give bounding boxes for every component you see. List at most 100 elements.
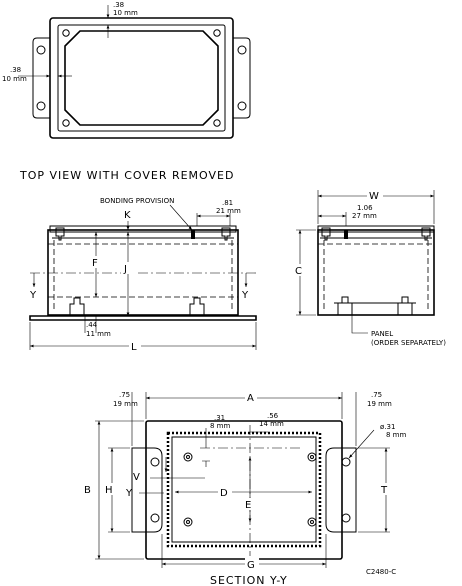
label-bg bbox=[82, 483, 96, 495]
label-y-right: Y bbox=[241, 290, 249, 301]
label-bg bbox=[245, 558, 259, 570]
label-bg bbox=[129, 340, 141, 352]
dim-81-inch: .81 bbox=[222, 199, 233, 207]
drawing-code: C2480-C bbox=[366, 568, 396, 576]
dim-56-mm: 14 mm bbox=[259, 420, 284, 428]
panel-mount-hole-center bbox=[310, 520, 314, 524]
cover-clip bbox=[55, 227, 65, 241]
label-t: T bbox=[380, 485, 388, 496]
label-bg bbox=[379, 483, 393, 495]
section-wall bbox=[166, 431, 322, 548]
label-v: V bbox=[133, 472, 140, 483]
dim-106-mm: 27 mm bbox=[352, 212, 377, 220]
label-l: L bbox=[131, 342, 137, 353]
panel-mount-hole bbox=[183, 517, 193, 527]
label-bg bbox=[218, 486, 232, 498]
panel-mount-hole-center bbox=[310, 455, 314, 459]
section-flange-right-outer bbox=[342, 447, 357, 533]
enclosure-outline bbox=[49, 17, 234, 139]
leader-line bbox=[169, 204, 193, 231]
panel-standoff bbox=[337, 296, 353, 315]
label-j: J bbox=[123, 264, 127, 275]
bonding-provision-label: BONDING PROVISION bbox=[100, 197, 174, 205]
dim-top-inch: .38 bbox=[113, 1, 124, 9]
dim-left-inch: .38 bbox=[10, 66, 21, 74]
flange-hole bbox=[36, 101, 46, 111]
dim-l75-inch: .75 bbox=[119, 391, 130, 399]
section-caption: SECTION Y-Y bbox=[210, 574, 288, 586]
cover-screw-hole bbox=[213, 119, 221, 127]
cover-screw-hole bbox=[62, 29, 70, 37]
label-f: F bbox=[92, 258, 98, 269]
label-bg bbox=[103, 483, 117, 495]
dim-top-mm: 10 mm bbox=[113, 9, 138, 17]
section-inner bbox=[171, 436, 317, 543]
label-w: W bbox=[369, 191, 379, 202]
top-view: .38 10 mm .38 10 mm TOP VIEW WITH COVER … bbox=[2, 1, 251, 182]
enclosure-inner-wall bbox=[57, 24, 226, 132]
label-g: G bbox=[247, 560, 255, 571]
dim-l75-mm: 19 mm bbox=[113, 400, 138, 408]
label-bg bbox=[121, 262, 135, 274]
label-y-section: Y bbox=[125, 488, 133, 499]
dim-44-inch: .44 bbox=[86, 321, 98, 329]
bonding-stud bbox=[191, 230, 195, 239]
section-flange-hole bbox=[150, 513, 160, 523]
left-flange bbox=[32, 37, 50, 119]
panel-mount-hole bbox=[307, 517, 317, 527]
mounting-flange bbox=[29, 315, 257, 321]
label-bg bbox=[245, 391, 257, 403]
side-bonding-stud bbox=[344, 230, 348, 239]
section-flange-hole bbox=[150, 457, 160, 467]
side-body bbox=[317, 229, 435, 316]
side-view: W 1.06 27 mm C PANEL (ORDER SEPARATELY) bbox=[293, 189, 446, 347]
label-b: B bbox=[84, 485, 91, 496]
panel-mount-hole bbox=[183, 452, 193, 462]
label-k: K bbox=[124, 210, 131, 221]
dim-31-mm: 8 mm bbox=[210, 422, 230, 430]
side-clip bbox=[321, 227, 331, 241]
label-bg bbox=[89, 256, 103, 268]
panel-mount-hole-center bbox=[186, 455, 190, 459]
label-d: D bbox=[220, 488, 228, 499]
section-flange-right bbox=[325, 447, 342, 533]
section-flange-left-outer bbox=[131, 447, 146, 533]
side-cover-lip bbox=[317, 225, 435, 233]
panel-label: PANEL bbox=[371, 330, 393, 338]
dim-dia-mm: 8 mm bbox=[386, 431, 406, 439]
cover-screw-hole bbox=[62, 119, 70, 127]
cover-screw-hole bbox=[213, 29, 221, 37]
panel-standoff bbox=[397, 296, 413, 315]
v-mark bbox=[202, 460, 210, 467]
front-body bbox=[47, 229, 239, 316]
gasket-opening bbox=[64, 30, 219, 126]
flange-hole bbox=[237, 45, 247, 55]
panel-standoff bbox=[189, 297, 205, 316]
dim-81-mm: 21 mm bbox=[216, 207, 241, 215]
right-flange bbox=[233, 37, 251, 119]
panel-leader bbox=[351, 304, 368, 334]
dim-56-inch: .56 bbox=[267, 412, 279, 420]
dim-106-inch: 1.06 bbox=[357, 204, 373, 212]
flange-hole bbox=[36, 45, 46, 55]
panel-mount-hole bbox=[307, 452, 317, 462]
side-clip bbox=[421, 227, 431, 241]
section-view: A .75 19 mm .75 19 mm .31 8 mm .56 14 mm… bbox=[82, 391, 406, 586]
dim-44-mm: 11 mm bbox=[86, 330, 111, 338]
dim-dia-inch: ø.31 bbox=[380, 423, 395, 431]
label-h: H bbox=[105, 485, 113, 496]
label-a: A bbox=[247, 393, 254, 404]
front-view: Y Y BONDING PROVISION .81 21 mm K J F .4… bbox=[29, 197, 257, 353]
dim-31-inch: .31 bbox=[214, 414, 225, 422]
cover-lip bbox=[49, 225, 237, 233]
dim-r75-mm: 19 mm bbox=[367, 400, 392, 408]
label-c: C bbox=[295, 266, 302, 277]
flange-hole bbox=[237, 101, 247, 111]
section-flange-left bbox=[146, 447, 163, 533]
section-outline bbox=[145, 420, 343, 560]
panel-standoff bbox=[69, 297, 85, 316]
panel-note: (ORDER SEPARATELY) bbox=[371, 339, 446, 347]
label-y-left: Y bbox=[29, 290, 37, 301]
label-bg bbox=[367, 189, 383, 201]
